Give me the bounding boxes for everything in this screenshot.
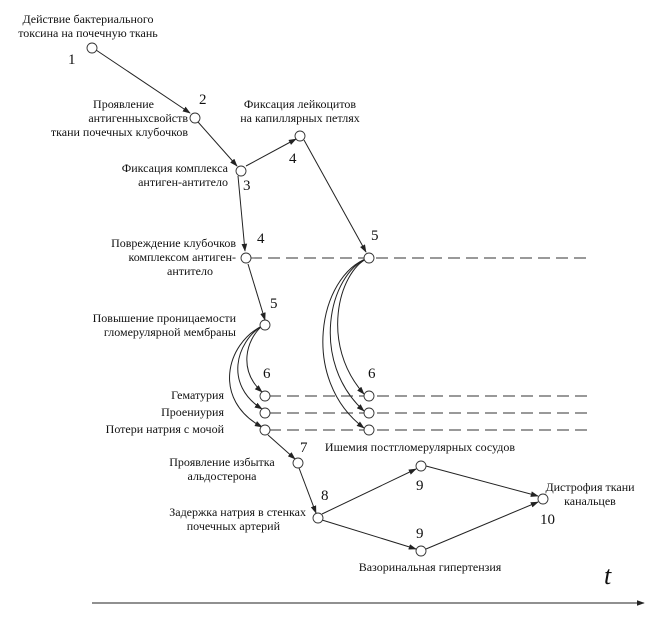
arrow-8-9b <box>321 519 417 550</box>
curve-5b-sodium <box>229 325 263 428</box>
number-8: 8 <box>321 488 329 504</box>
number-9b: 9 <box>416 526 424 542</box>
node-ischemia-1 <box>363 390 375 402</box>
node-1 <box>86 42 98 54</box>
curve-5a-row3 <box>322 257 369 429</box>
label-4b-line2: комплексом антиген- <box>129 250 236 264</box>
curve-5b-hematuria <box>246 325 263 393</box>
node-4b <box>240 252 252 264</box>
row-labels: Гематурия Проениурия Потери натрия с моч… <box>106 388 516 454</box>
arrow-9b-10 <box>425 501 539 550</box>
label-sodium-loss: Потери натрия с мочой <box>106 422 225 436</box>
node-ischemia-3 <box>363 424 375 436</box>
number-7: 7 <box>300 440 308 456</box>
number-5b: 5 <box>270 296 278 312</box>
arrow-9a-10 <box>425 465 539 497</box>
node-9a <box>415 460 427 472</box>
label-8-line1: Задержка натрия в стенках <box>169 505 306 519</box>
label-hematuria: Гематурия <box>171 388 224 402</box>
label-4a-line2: на капиллярных петлях <box>240 111 360 125</box>
label-9b: Вазоринальная гипертензия <box>359 560 502 574</box>
number-6b: 6 <box>368 366 376 382</box>
label-1-line2: токсина на почечную ткань <box>18 26 158 40</box>
curve-5a-row1 <box>337 257 369 395</box>
number-4a: 4 <box>289 151 297 167</box>
label-4a-line1: Фиксация лейкоцитов <box>244 97 356 111</box>
node-proteinuria-left <box>259 407 271 419</box>
number-6a: 6 <box>263 366 271 382</box>
label-5b-line2: гломерулярной мембраны <box>104 325 236 339</box>
node-3 <box>235 165 247 177</box>
node-5b <box>259 319 271 331</box>
node-8 <box>312 512 324 524</box>
node-5a <box>363 252 375 264</box>
label-1-line1: Действие бактериального <box>22 12 153 26</box>
label-2-line1: Проявление <box>93 97 154 111</box>
label-7-line1: Проявление избытка <box>169 455 275 469</box>
arrow-2-3 <box>197 121 238 167</box>
nodes <box>86 42 549 557</box>
number-2: 2 <box>199 92 207 108</box>
label-ischemia: Ишемия постгломерулярных сосудов <box>325 440 516 454</box>
node-4a <box>294 130 306 142</box>
label-3-line2: антиген-антитело <box>138 175 228 189</box>
label-2-line2: антигенныхсвойств <box>88 111 188 125</box>
node-labels: Действие бактериального токсина на почеч… <box>18 12 635 574</box>
number-3: 3 <box>243 178 251 194</box>
node-9b <box>415 545 427 557</box>
arrow-6b-7 <box>267 434 296 460</box>
node-7 <box>292 457 304 469</box>
dashed-lines <box>250 257 590 431</box>
label-7-line2: альдостерона <box>188 469 258 483</box>
label-3-line1: Фиксация комплекса <box>122 161 229 175</box>
label-8-line2: почечных артерий <box>187 519 281 533</box>
arrow-1-2 <box>95 49 191 114</box>
label-4b-line3: антитело <box>167 264 213 278</box>
time-axis-label: t <box>604 561 612 590</box>
arrows <box>95 49 539 550</box>
node-numbers: 1 2 3 4 4 5 5 6 6 7 8 9 9 10 <box>68 52 555 542</box>
arrow-7-8 <box>298 467 317 514</box>
number-4b: 4 <box>257 231 265 247</box>
label-proteinuria: Проениурия <box>161 405 224 419</box>
arrow-4b-5b <box>247 263 266 321</box>
curve-5a-row2 <box>329 257 369 412</box>
node-hematuria-left <box>259 390 271 402</box>
arrow-4a-5a <box>303 139 367 253</box>
number-9a: 9 <box>416 478 424 494</box>
label-10-line1: Дистрофия ткани <box>545 480 635 494</box>
number-1: 1 <box>68 52 76 68</box>
number-10: 10 <box>540 512 555 528</box>
arrow-8-9a <box>321 468 417 515</box>
node-2 <box>189 112 201 124</box>
label-10-line2: канальцев <box>564 494 616 508</box>
curves-right <box>322 257 369 429</box>
label-4b-line1: Повреждение клубочков <box>111 236 236 250</box>
curve-5b-proteinuria <box>237 325 263 410</box>
node-10 <box>537 493 549 505</box>
number-5a: 5 <box>371 228 379 244</box>
arrow-3-4b <box>237 175 248 252</box>
arrow-3-4a <box>245 138 297 167</box>
label-5b-line1: Повышение проницаемости <box>93 311 237 325</box>
curves-left <box>229 325 263 428</box>
label-2-line3: ткани почечных клубочков <box>51 125 188 139</box>
node-ischemia-2 <box>363 407 375 419</box>
node-sodium-left <box>259 424 271 436</box>
